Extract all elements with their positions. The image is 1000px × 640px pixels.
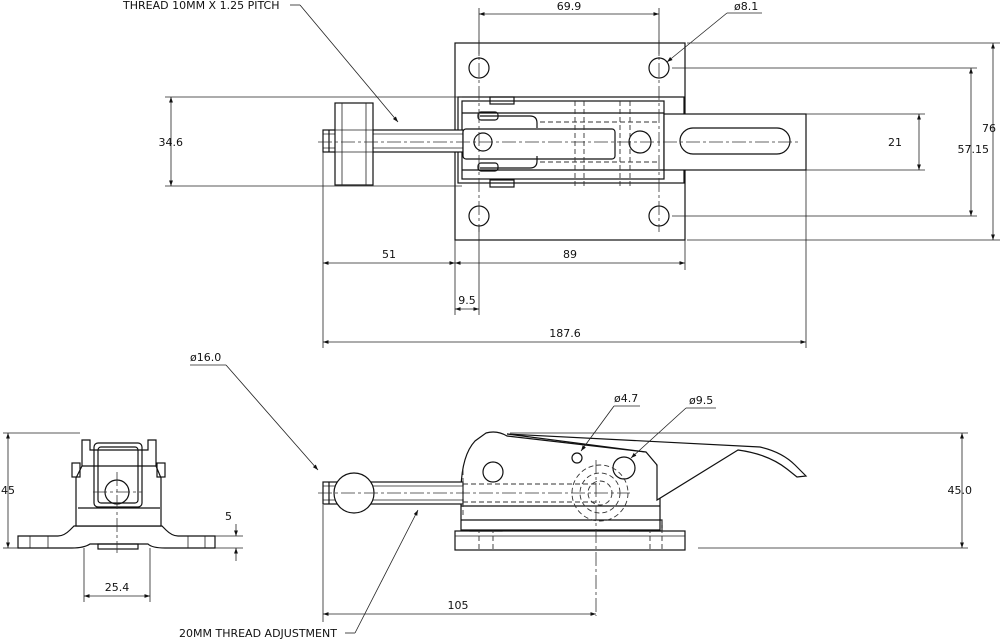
- dim-45-text: 45: [1, 484, 15, 497]
- dim-89-text: 89: [563, 248, 577, 261]
- top-view: [318, 40, 807, 241]
- dim-51-89: 51 89: [322, 152, 686, 348]
- dia-8-1-text: ø8.1: [734, 0, 758, 13]
- leader-dia-16: ø16.0: [190, 351, 319, 471]
- dim-187-6: 187.6: [323, 170, 807, 348]
- dim-76: 76: [687, 42, 1000, 241]
- dim-25-4-text: 25.4: [105, 581, 130, 594]
- leader-thread-10mm: THREAD 10MM X 1.25 PITCH: [122, 0, 399, 123]
- dim-45: 45: [1, 432, 80, 549]
- dim-105-text: 105: [448, 599, 469, 612]
- leader-dia-4-7: ø4.7: [580, 392, 640, 452]
- top-tab-upper: [489, 96, 515, 105]
- leader-dia-8-1: ø8.1: [666, 0, 762, 63]
- dia-9-5-text: ø9.5: [689, 394, 713, 407]
- dia-4-7-text: ø4.7: [614, 392, 638, 405]
- leader-thread-20mm: 20MM THREAD ADJUSTMENT: [179, 509, 419, 640]
- thread-20mm-text: 20MM THREAD ADJUSTMENT: [179, 627, 337, 640]
- dim-76-text: 76: [982, 122, 996, 135]
- top-spindle-nut: [334, 102, 374, 186]
- dim-5: 5: [215, 510, 243, 561]
- dim-187-6-text: 187.6: [549, 327, 581, 340]
- side-hole-4-7: [571, 452, 583, 464]
- top-linkage: [462, 128, 616, 160]
- side-pivot-hole: [482, 461, 504, 483]
- top-clevis-upper: [480, 115, 538, 128]
- dim-51-text: 51: [382, 248, 396, 261]
- dim-45-0-text: 45.0: [948, 484, 973, 497]
- end-view-base: [17, 525, 216, 549]
- top-clevis-lower: [480, 156, 538, 169]
- side-view-base: [454, 530, 686, 551]
- dim-21-text: 21: [888, 136, 902, 149]
- dim-69-9-text: 69.9: [557, 0, 582, 13]
- handle-slot: [679, 127, 791, 155]
- top-tab-lower: [489, 179, 515, 188]
- dim-45-0: 45.0: [510, 432, 973, 549]
- end-view-body: [75, 439, 162, 527]
- dim-5-text: 5: [225, 510, 232, 523]
- dim-34-6-text: 34.6: [159, 136, 184, 149]
- dim-9-5: 9.5: [455, 226, 480, 315]
- side-view: [318, 431, 808, 616]
- dim-57-15-text: 57.15: [958, 143, 990, 156]
- dim-57-15: 57.15: [672, 67, 990, 217]
- dim-105: 105: [322, 505, 596, 622]
- dim-69-9: 69.9: [478, 0, 660, 56]
- dim-21: 21: [806, 113, 925, 171]
- thread-10mm-text: THREAD 10MM X 1.25 PITCH: [122, 0, 279, 12]
- dia-16-text: ø16.0: [190, 351, 221, 364]
- side-view-handle: [506, 433, 808, 502]
- dim-9-5-text: 9.5: [458, 294, 476, 307]
- dim-25-4: 25.4: [83, 548, 151, 602]
- dim-34-6: 34.6: [159, 96, 462, 187]
- end-view: [17, 439, 216, 553]
